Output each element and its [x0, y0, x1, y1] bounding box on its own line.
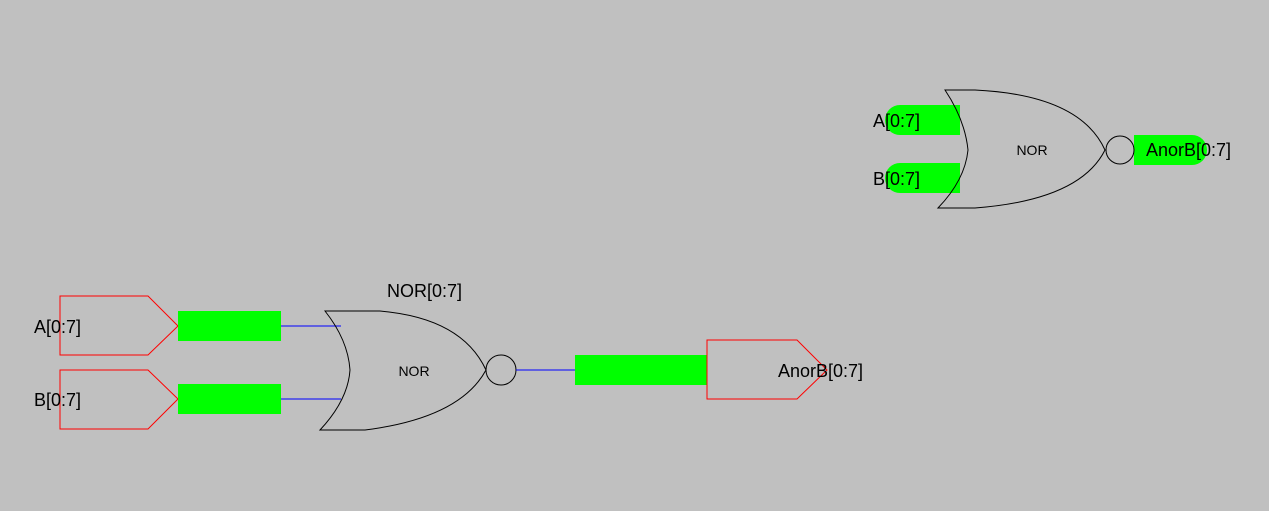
- icon-nor-gate[interactable]: NOR A[0:7] B[0:7] AnorB[0:7]: [873, 89, 1231, 209]
- pin-out-label: AnorB[0:7]: [778, 361, 863, 381]
- gate-body: [318, 310, 487, 431]
- icon-gate-label: NOR: [1016, 142, 1047, 158]
- icon-port-a-label: A[0:7]: [873, 111, 920, 131]
- icon-port-a[interactable]: [885, 105, 960, 135]
- pin-a-outline: [59, 295, 179, 356]
- pin-out-outline: [706, 339, 828, 400]
- pin-b-outline: [59, 369, 179, 430]
- icon-inversion-bubble: [1105, 135, 1135, 165]
- icon-gate-body: [936, 89, 1106, 209]
- bus-port-out[interactable]: [575, 355, 707, 385]
- input-pin-b[interactable]: B[0:7]: [34, 369, 179, 430]
- bus-port-b[interactable]: [178, 384, 281, 414]
- bus-port-a[interactable]: [178, 311, 281, 341]
- pin-b-label: B[0:7]: [34, 390, 81, 410]
- input-pin-a[interactable]: A[0:7]: [34, 295, 179, 356]
- icon-port-b[interactable]: [885, 163, 960, 193]
- inversion-bubble: [485, 354, 517, 386]
- icon-port-out[interactable]: [1134, 135, 1207, 165]
- pin-a-label: A[0:7]: [34, 317, 81, 337]
- gate-instance-name: NOR[0:7]: [387, 281, 462, 301]
- output-pin-anorb[interactable]: AnorB[0:7]: [706, 339, 863, 400]
- gate-label: NOR: [398, 363, 429, 379]
- nor-gate-instance[interactable]: NOR NOR[0:7]: [318, 281, 517, 431]
- icon-port-b-label: B[0:7]: [873, 169, 920, 189]
- icon-port-out-label: AnorB[0:7]: [1146, 140, 1231, 160]
